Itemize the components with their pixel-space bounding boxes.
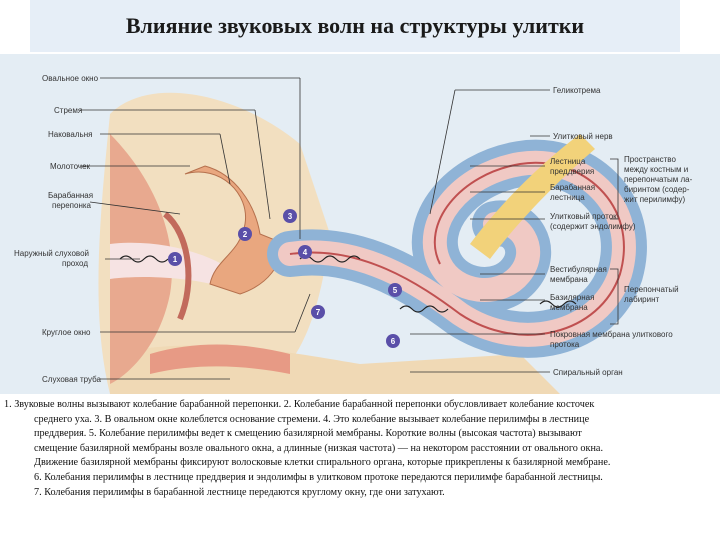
caption-line: Движение базилярной мембраны фиксируют в… — [34, 457, 611, 469]
label-membranous-2: лабиринт — [624, 295, 660, 304]
label-space-1: Пространство — [624, 155, 676, 164]
sound-wave-1 — [119, 255, 169, 263]
caption-line: смещение базилярной мембраны возле оваль… — [34, 442, 603, 454]
right-leader-lines — [410, 89, 619, 373]
label-scala-vestibuli-1: Лестница — [550, 157, 586, 166]
label-malleus: Молоточек — [50, 162, 91, 171]
cochlea-diagram: 1 2 3 4 5 6 7 Овальное окно Стремя Наков… — [14, 74, 693, 394]
label-membranous-1: Перепончатый — [624, 285, 679, 294]
label-eustachian-tube: Слуховая труба — [42, 375, 101, 384]
label-duct-2: (содержит эндолимфу) — [550, 222, 636, 231]
step-marker — [311, 305, 325, 319]
caption-line: 1. Звуковые волны вызывают колебание бар… — [4, 399, 595, 410]
step-number: 6 — [391, 337, 396, 346]
label-space-5: жит перилимфу) — [624, 195, 686, 204]
label-eardrum-1: Барабанная — [48, 191, 93, 200]
label-stapes: Стремя — [54, 106, 82, 115]
label-space-3: перепончатым ла- — [624, 175, 693, 184]
basilar-membrane-line — [289, 161, 625, 336]
label-tectorial-1: Покровная мембрана улиткового — [550, 330, 673, 339]
label-basilar-2: мембрана — [550, 303, 588, 312]
label-round-window: Круглое окно — [42, 328, 91, 337]
label-basilar-1: Базилярная — [550, 293, 594, 302]
eardrum — [162, 211, 192, 321]
step-number: 3 — [288, 212, 293, 221]
label-space-2: между костным и — [624, 165, 688, 174]
caption-line: среднего уха. 3. В овальном окне колебле… — [34, 413, 590, 425]
label-helicotrema: Геликотрема — [553, 86, 601, 95]
caption-line: 6. Колебания перилимфы в лестнице преддв… — [34, 471, 603, 483]
page-title: Влияние звуковых волн на структуры улитк… — [125, 13, 585, 38]
label-duct-1: Улитковый проток — [550, 212, 617, 221]
label-scala-vestibuli-2: преддверия — [550, 167, 594, 176]
label-spiral-organ: Спиральный орган — [553, 368, 623, 377]
step-number: 4 — [303, 248, 308, 257]
sound-wave-4 — [539, 300, 577, 308]
caption-line: 7. Колебания перилимфы в барабанной лест… — [34, 486, 445, 498]
cochlear-nerve — [470, 134, 595, 259]
step-marker — [388, 283, 402, 297]
ear-canal — [110, 242, 230, 289]
sound-wave-2 — [299, 255, 361, 263]
label-ext-canal-1: Наружный слуховой — [14, 249, 89, 258]
label-tectorial-2: протока — [550, 340, 580, 349]
label-space-4: биринтом (содер- — [624, 185, 690, 194]
step-number: 1 — [173, 255, 178, 264]
step-number: 7 — [316, 308, 321, 317]
step-marker — [168, 252, 182, 266]
eustachian-tube — [150, 344, 290, 374]
caption-line: преддверия. 5. Колебание перилимфы ведет… — [34, 428, 582, 440]
label-vestibular-1: Вестибулярная — [550, 265, 607, 274]
step-marker — [298, 245, 312, 259]
diagram-figure: 1 2 3 4 5 6 7 Овальное окно Стремя Наков… — [0, 54, 720, 394]
label-ext-canal-2: проход — [62, 259, 88, 268]
label-incus: Наковальня — [48, 130, 92, 139]
step-marker — [238, 227, 252, 241]
label-cochlear-nerve: Улитковый нерв — [553, 132, 613, 141]
label-scala-tympani-2: лестница — [550, 193, 585, 202]
title-bar: Влияние звуковых волн на структуры улитк… — [30, 0, 680, 52]
label-scala-tympani-1: Барабанная — [550, 183, 595, 192]
label-eardrum-2: перепонка — [52, 201, 92, 210]
step-number: 5 — [393, 286, 398, 295]
left-leader-lines — [80, 77, 311, 380]
label-vestibular-2: мембрана — [550, 275, 588, 284]
figure-caption: 1. Звуковые волны вызывают колебание бар… — [4, 398, 716, 500]
label-oval-window: Овальное окно — [42, 74, 99, 83]
ossicles — [184, 165, 286, 295]
sound-wave-3 — [399, 305, 449, 313]
step-marker — [283, 209, 297, 223]
step-number: 2 — [243, 230, 248, 239]
step-marker — [386, 334, 400, 348]
